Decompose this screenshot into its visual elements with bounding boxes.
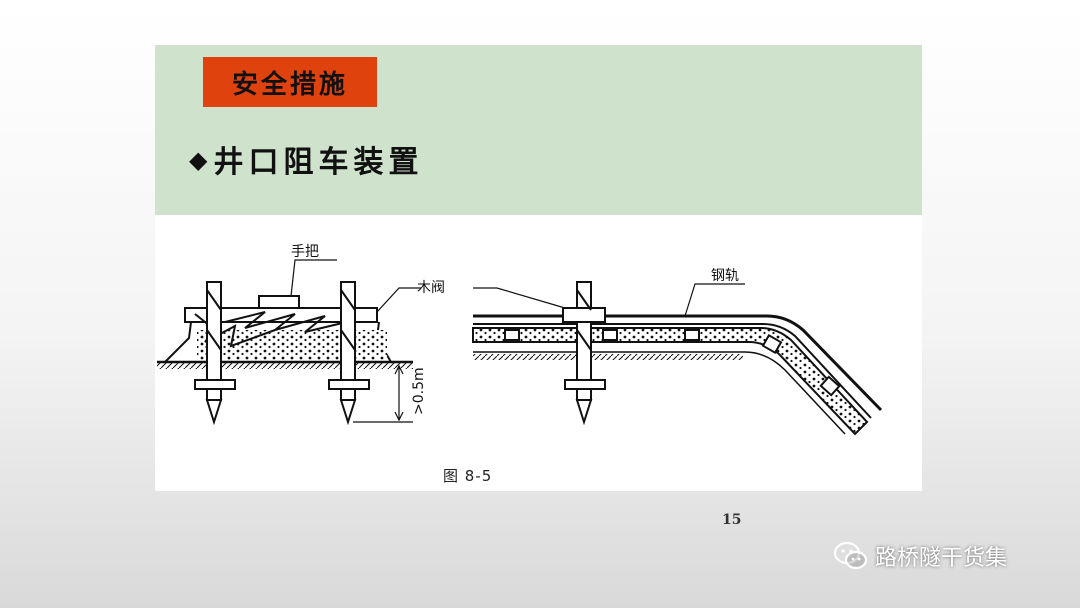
page-number: 15 — [722, 512, 742, 528]
left-device-drawing — [157, 259, 421, 426]
label-rail: 钢轨 — [711, 268, 739, 284]
slide-header: 安全措施 ◆ 井口阻车装置 — [155, 45, 922, 215]
watermark-text: 路桥隧干货集 — [875, 546, 1008, 571]
wechat-icon — [833, 541, 868, 570]
label-handle: 手把 — [291, 244, 319, 260]
figure-caption: 图 8-5 — [443, 467, 493, 485]
label-depth: >0.5m — [411, 367, 427, 415]
wheel-stop-diagram: 手把 木阀 钢轨 >0.5m — [157, 244, 883, 436]
section-tag: 安全措施 — [203, 57, 377, 107]
watermark: 路桥隧干货集 — [833, 540, 1007, 572]
label-wood-block: 木阀 — [417, 280, 445, 296]
slide-title: ◆ 井口阻车装置 — [189, 137, 423, 181]
slide: 安全措施 ◆ 井口阻车装置 — [155, 45, 922, 491]
right-device-drawing — [472, 281, 883, 436]
slide-title-text: 井口阻车装置 — [213, 145, 424, 180]
diamond-bullet-icon: ◆ — [189, 144, 208, 174]
